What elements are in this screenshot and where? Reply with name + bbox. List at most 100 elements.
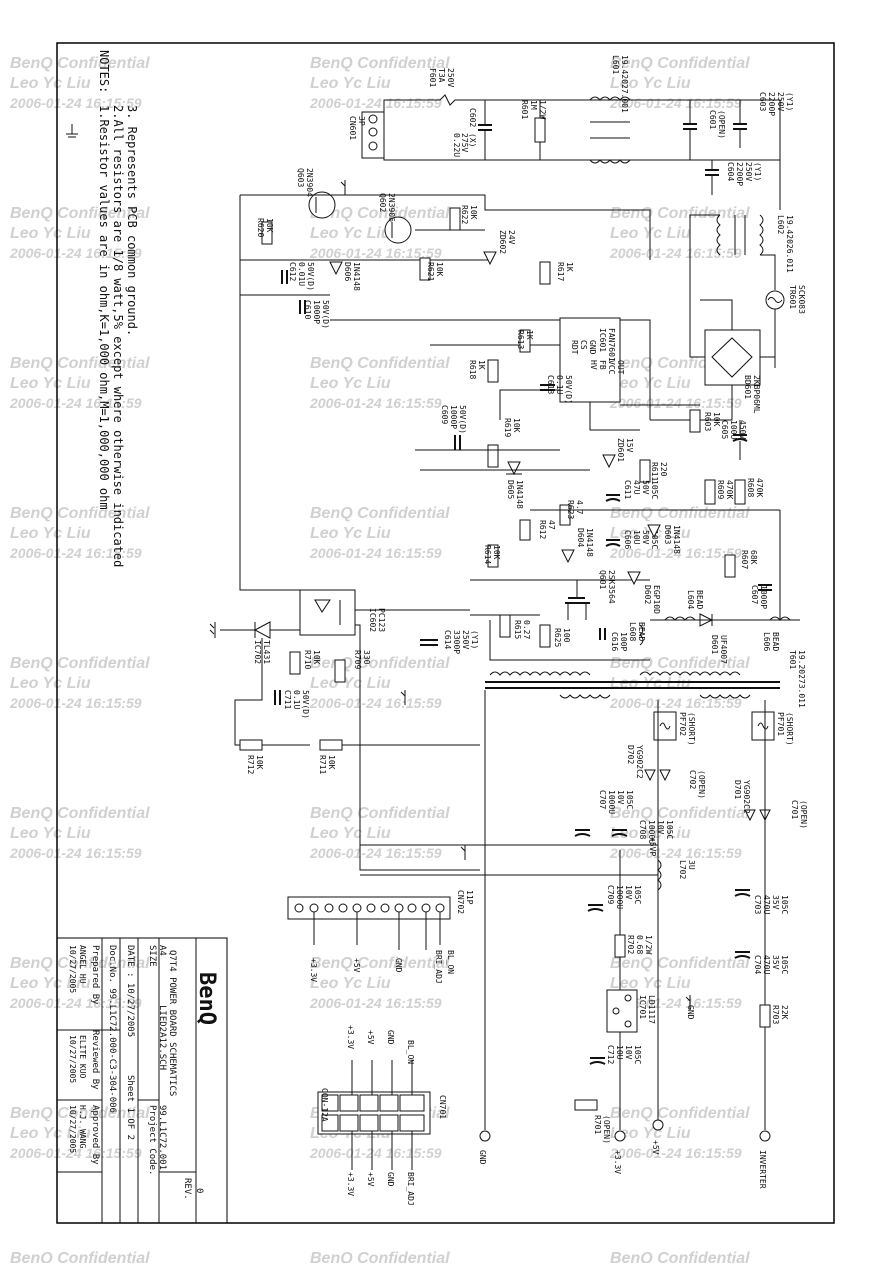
ac-line-n (383, 146, 650, 161)
watermark-text: Leo Yc Liu (10, 825, 91, 842)
svg-text:10U: 10U (615, 1045, 624, 1060)
ac-line-l (383, 94, 650, 119)
c601-label: C601 (708, 110, 717, 129)
svg-text:1N4148: 1N4148 (585, 528, 594, 557)
q603-label: Q603 (296, 168, 305, 187)
d606-label: D606 (343, 262, 352, 281)
r620-resistor (261, 221, 273, 245)
sheet-border (56, 42, 835, 1224)
svg-text:0.1U: 0.1U (555, 375, 564, 394)
c712-label: C712 (606, 1045, 615, 1064)
svg-text:BEAD: BEAD (695, 590, 704, 609)
svg-text:1000U: 1000U (607, 790, 616, 814)
cn702-net-bl-on: BL_ON (446, 950, 455, 974)
svg-text:2SK3564: 2SK3564 (607, 570, 616, 604)
svg-text:1/2W: 1/2W (644, 935, 653, 954)
svg-text:10K: 10K (312, 650, 321, 665)
svg-text:(X): (X) (468, 133, 477, 147)
svg-text:(OPEN): (OPEN) (717, 110, 726, 139)
watermark-text: Leo Yc Liu (610, 975, 691, 992)
watermark-text: 2006-01-24 16:15:59 (9, 845, 142, 861)
svg-text:BenQ: BenQ (194, 972, 219, 1025)
svg-text:105C: 105C (780, 895, 789, 914)
watermark-text: BenQ Confidential (310, 805, 450, 822)
r608-label: R608 (746, 478, 755, 497)
ic702-label: IC702 (253, 640, 262, 664)
ic701-label: IC701 (638, 995, 647, 1019)
cn601-pins: 3P (357, 116, 366, 126)
svg-text:2200P: 2200P (767, 92, 776, 116)
watermark-text: 2006-01-24 16:15:59 (309, 545, 442, 561)
svg-text:250V: 250V (461, 630, 470, 649)
r601-label: R601 (520, 100, 529, 119)
svg-text:10V: 10V (624, 885, 633, 900)
title-block (56, 937, 228, 1224)
cn702-net-gnd: GND (394, 958, 403, 973)
watermark-text: 2006-01-24 16:15:59 (9, 995, 142, 1011)
watermark-text: 2006-01-24 16:15:59 (9, 1145, 142, 1161)
svg-text:1N4148: 1N4148 (352, 262, 361, 291)
prepared-label: Prepared By (90, 945, 100, 1005)
r623-resistor (559, 504, 571, 526)
r613-resistor (519, 329, 531, 353)
svg-text:105C: 105C (633, 1045, 642, 1064)
svg-text:100U: 100U (729, 420, 738, 439)
c605-label: C605 (720, 420, 729, 439)
r615-label: R615 (513, 620, 522, 639)
svg-text:(Y1): (Y1) (470, 630, 479, 649)
note-item: 1.Resistor values are in ohm,K=1,000 ohm… (97, 105, 111, 510)
watermark-text: Leo Yc Liu (610, 675, 691, 692)
r619-label: R619 (503, 418, 512, 437)
svg-text:(OPEN): (OPEN) (697, 770, 706, 799)
watermark-text: 2006-01-24 16:15:59 (309, 395, 442, 411)
svg-text:10V: 10V (624, 1045, 633, 1060)
inverter-terminal-label: INVERTER (758, 1150, 767, 1189)
zd601-zener (602, 454, 616, 469)
watermark-text: 2006-01-24 16:15:59 (309, 995, 442, 1011)
svg-text:4.7: 4.7 (575, 500, 584, 515)
r614-resistor (487, 544, 499, 568)
svg-text:450V: 450V (738, 420, 747, 439)
f601-voltage: 250V (446, 68, 455, 87)
c609-label: C609 (440, 405, 449, 424)
svg-text:3U: 3U (687, 860, 696, 870)
r615-resistor (499, 614, 511, 638)
watermark-text: Leo Yc Liu (310, 975, 391, 992)
note-item: 2.All resistors are 1/8 watt,5% except w… (111, 105, 125, 567)
c603-label: C603 (758, 92, 767, 111)
r618-resistor (487, 359, 499, 383)
r709-resistor (334, 659, 346, 683)
svg-text:24V: 24V (507, 230, 516, 245)
svg-text:GND: GND (588, 340, 597, 355)
svg-text:2N3906: 2N3906 (387, 193, 396, 222)
approved-name: H.J. WANG (78, 1105, 87, 1149)
approved-date: 10/27/2005 (68, 1105, 77, 1153)
ic602-optocoupler (299, 589, 356, 636)
svg-text:15V: 15V (625, 438, 634, 453)
svg-text:10K: 10K (327, 755, 336, 770)
f601-label: F601 (428, 68, 437, 87)
r603-label: R603 (703, 412, 712, 431)
d602-diode (627, 571, 641, 586)
prepared-name: ANGEL HU (78, 945, 87, 984)
r702-label: R702 (626, 935, 635, 954)
svg-text:10K: 10K (492, 545, 501, 560)
t601-secondary (559, 694, 611, 699)
watermark-text: Leo Yc Liu (10, 375, 91, 392)
rev-value: 0 (194, 1188, 204, 1193)
watermark-text: 2006-01-24 16:15:59 (609, 845, 742, 861)
cn702-label: CN702 (456, 890, 465, 914)
ground-hatch-icon (209, 180, 691, 1010)
cn702-net-33v: +3.3V (309, 958, 318, 982)
d702-diode (644, 769, 656, 782)
svg-text:YG902C2: YG902C2 (635, 745, 644, 779)
svg-text:YG902C2: YG902C2 (742, 780, 751, 814)
watermark-text: BenQ Confidential (10, 805, 150, 822)
watermark-text: Leo Yc Liu (310, 375, 391, 392)
project-label: Project Code. (147, 1105, 157, 1175)
watermark-text: Leo Yc Liu (10, 975, 91, 992)
svg-text:0.01U: 0.01U (297, 262, 306, 286)
cn701-net-33v: +3.3V (346, 1172, 355, 1196)
watermark-text: BenQ Confidential (310, 55, 450, 72)
cn701-value: CON-12A (320, 1088, 329, 1122)
